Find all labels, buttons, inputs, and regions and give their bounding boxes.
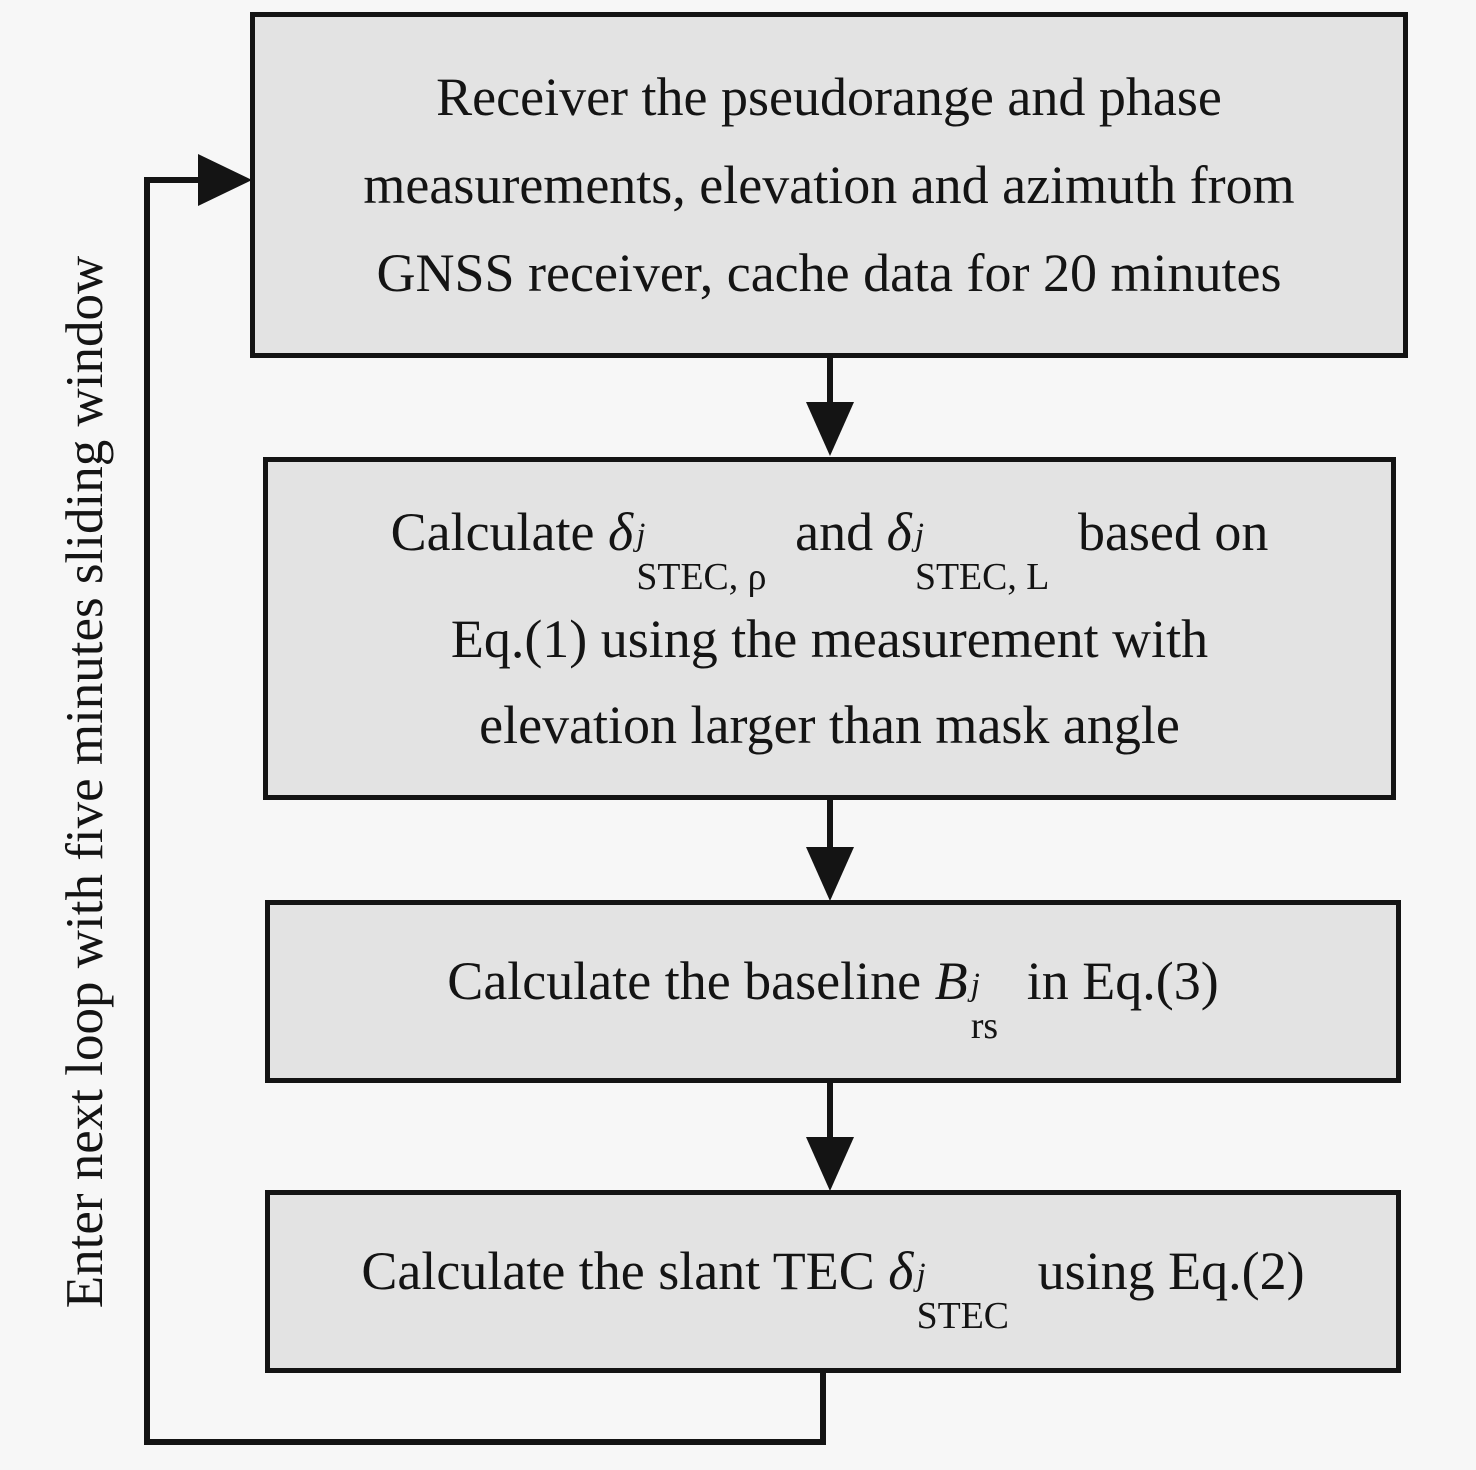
loop-line-left [144,177,150,1445]
arrow-down-icon [806,1137,854,1191]
arrow-right-icon [198,154,252,206]
box-calc-delta-line-2: Eq.(1) using the measurement with [450,609,1209,670]
loop-label: Enter next loop with five minutes slidin… [56,255,114,1309]
calc-delta-prefix: Calculate [390,501,608,562]
box-receive-line-3: GNSS receiver, cache data for 20 minutes [376,243,1282,303]
calc-delta-mid: and [781,501,887,562]
loop-line-drop [820,1373,826,1445]
baseline-suffix: in Eq.(3) [1013,951,1219,1012]
arrow-line-3 [827,1083,833,1138]
calc-delta-suffix: based on [1064,501,1269,562]
stec-suffix: using Eq.(2) [1024,1241,1305,1302]
loop-line-bottom [144,1439,826,1445]
baseline-prefix: Calculate the baseline [447,951,935,1012]
arrow-line-2 [827,800,833,850]
stec-prefix: Calculate the slant TEC [361,1241,889,1302]
box-receive-line-2: measurements, elevation and azimuth from [363,155,1295,215]
flowchart-box-receive: Receiver the pseudorange and phase measu… [250,12,1408,358]
box-calc-delta-line-3: elevation larger than mask angle [479,695,1180,756]
arrow-down-icon [806,847,854,901]
box-receive-line-1: Receiver the pseudorange and phase [436,67,1222,127]
arrow-down-icon [806,402,854,456]
arrow-line-1 [827,358,833,404]
loop-line-top [144,177,208,183]
